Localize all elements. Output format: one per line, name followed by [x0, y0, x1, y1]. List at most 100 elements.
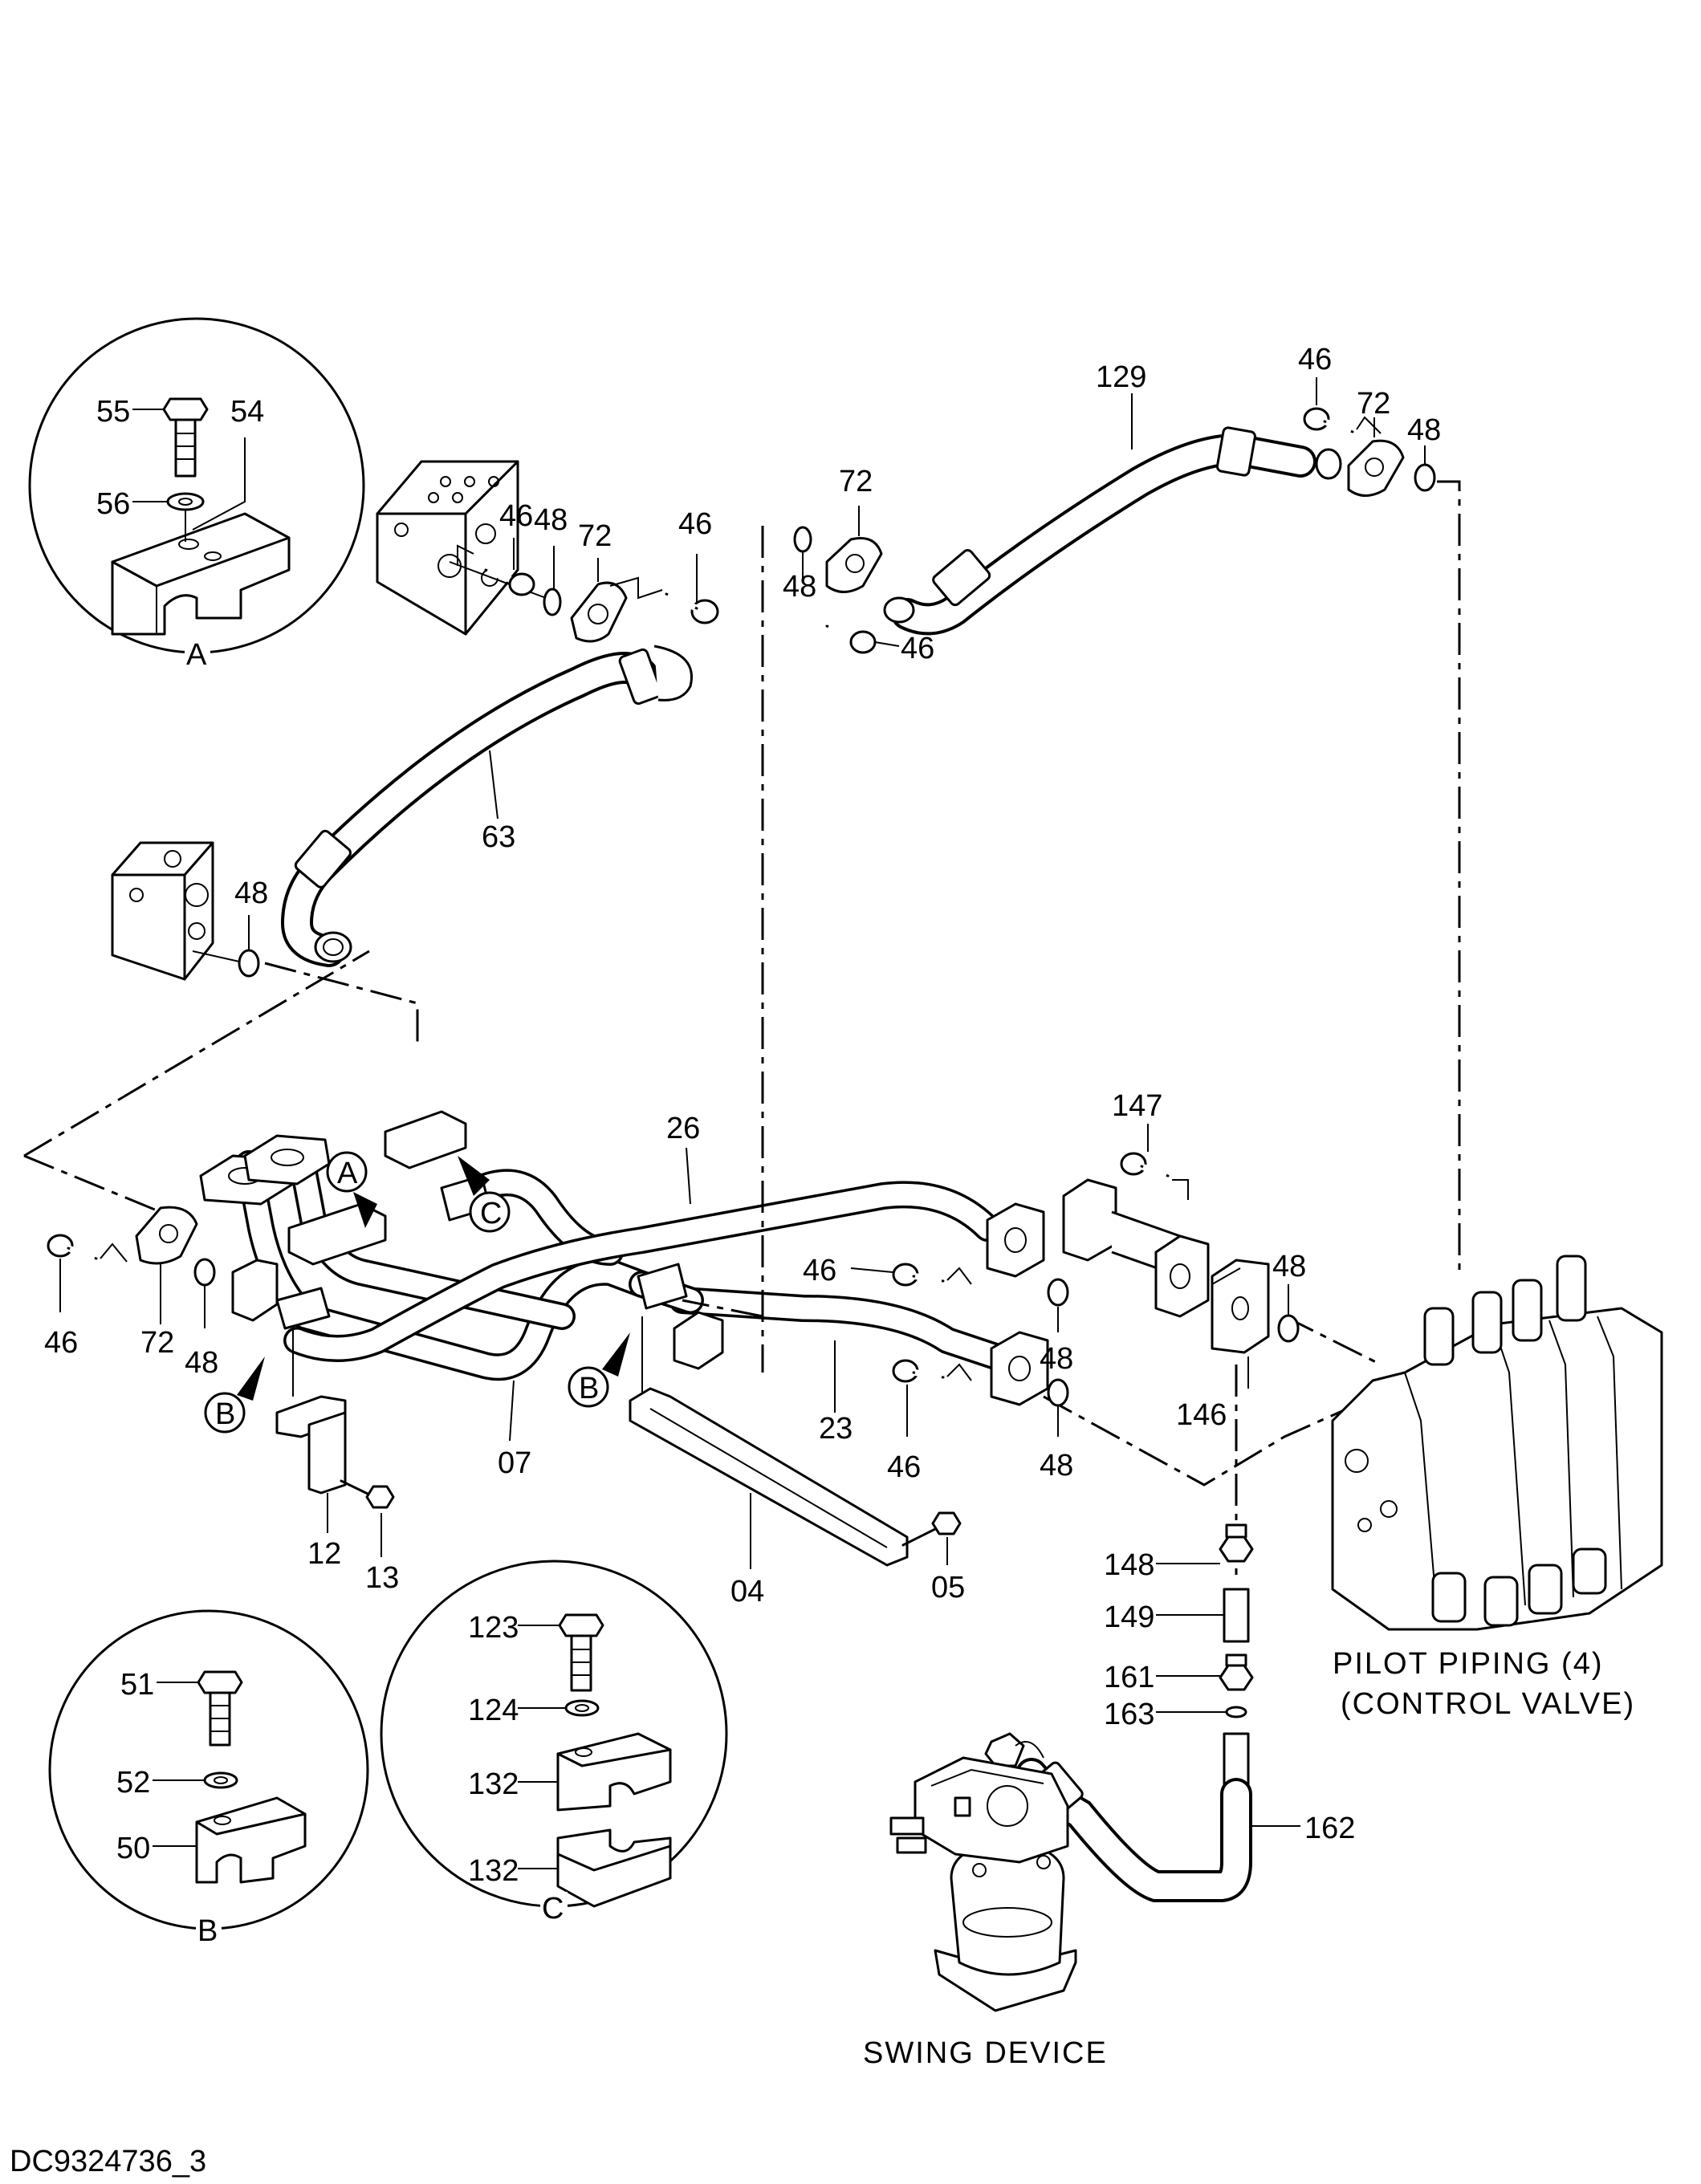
o-ring — [1277, 1314, 1300, 1343]
part-number: 48 — [783, 570, 816, 604]
part-number: 56 — [96, 487, 130, 521]
caption-swing-device: SWING DEVICE — [863, 2036, 1108, 2070]
cap-screw — [1120, 1152, 1170, 1178]
part-number: 48 — [234, 876, 268, 910]
part-number: 50 — [116, 1832, 150, 1865]
block-146 — [1211, 1259, 1270, 1354]
part-number: 149 — [1104, 1600, 1154, 1634]
cap-screw — [892, 1359, 945, 1383]
callout-label: B — [579, 1372, 599, 1405]
part-number: 55 — [96, 395, 130, 429]
part-number: 54 — [230, 395, 264, 429]
bolt-05 — [901, 1511, 962, 1547]
o-ring — [193, 1258, 216, 1287]
part-number: 46 — [678, 507, 712, 541]
o-ring — [543, 588, 562, 616]
cap-screw — [47, 1234, 98, 1261]
part-number: 48 — [1407, 413, 1441, 447]
o-ring-163 — [1225, 1706, 1247, 1718]
callout-label: A — [337, 1157, 358, 1190]
cap-screw — [825, 624, 877, 654]
part-number: 162 — [1304, 1812, 1355, 1845]
detail-view-a: 55 54 56 A — [28, 317, 365, 672]
part-number: 48 — [1040, 1449, 1073, 1482]
part-number: 12 — [307, 1537, 341, 1571]
cap-screw — [484, 567, 535, 596]
callout-a: A — [326, 1151, 377, 1228]
part-number: 124 — [468, 1694, 519, 1727]
part-number: 48 — [1272, 1250, 1306, 1283]
cap-screw — [892, 1263, 945, 1287]
o-ring — [1047, 1378, 1069, 1407]
callout-c: C — [458, 1156, 511, 1233]
callout-b: B — [568, 1332, 630, 1408]
part-number: 51 — [120, 1668, 154, 1702]
part-number: 13 — [365, 1561, 399, 1595]
callout-label: B — [215, 1397, 235, 1431]
callout-b: B — [204, 1356, 265, 1434]
adapter-161 — [1219, 1653, 1254, 1691]
bolt-13 — [340, 1479, 395, 1509]
part-number: 72 — [1357, 387, 1390, 421]
part-number: 26 — [666, 1112, 700, 1145]
part-number: 46 — [499, 499, 533, 533]
part-number: 23 — [819, 1412, 853, 1446]
adapter-149 — [1223, 1588, 1250, 1643]
part-number: 48 — [534, 503, 568, 537]
split-flange — [1347, 439, 1405, 497]
cap-screw — [1303, 407, 1354, 434]
part-number: 161 — [1104, 1661, 1154, 1694]
part-number: 46 — [887, 1450, 921, 1484]
o-ring — [1414, 463, 1436, 492]
o-ring — [1047, 1278, 1069, 1307]
part-number: 129 — [1096, 360, 1146, 394]
part-number: 46 — [901, 632, 934, 665]
valve-block-top — [376, 460, 519, 636]
part-number: 63 — [482, 820, 515, 854]
part-number: 147 — [1112, 1089, 1162, 1123]
drawing-id: DC9324736_3 — [10, 2145, 206, 2178]
part-number: 146 — [1176, 1398, 1227, 1432]
part-number: 04 — [730, 1575, 764, 1609]
bracket-12 — [275, 1328, 347, 1495]
part-number: 72 — [839, 465, 873, 498]
part-number: 72 — [578, 519, 612, 553]
part-number: 72 — [140, 1326, 174, 1360]
part-number: 52 — [116, 1766, 150, 1800]
pipe-flanges — [199, 1134, 1049, 1406]
pipe-spool — [1062, 1178, 1210, 1318]
part-number: 48 — [1040, 1342, 1073, 1376]
caption-pilot-piping: PILOT PIPING (4) — [1333, 1647, 1603, 1681]
split-flange — [135, 1206, 198, 1265]
callout-label: C — [480, 1197, 502, 1230]
part-number: 46 — [803, 1254, 836, 1287]
detail-view-label: A — [186, 638, 207, 672]
o-ring — [238, 949, 260, 978]
bracket-04 — [629, 1316, 909, 1567]
part-number: 148 — [1104, 1548, 1154, 1582]
part-number: 05 — [931, 1571, 965, 1604]
part-number: 46 — [1298, 343, 1332, 376]
split-flange — [825, 537, 883, 593]
detail-view-b: 51 52 50 B — [48, 1609, 369, 1948]
o-ring — [793, 526, 812, 553]
part-number: 123 — [468, 1611, 519, 1645]
swing-device — [889, 1756, 1077, 2012]
detail-view-label: B — [197, 1914, 218, 1948]
valve-block-left — [111, 841, 214, 981]
detail-view-c: 123 124 132 132 C — [380, 1560, 728, 1926]
cap-screw — [665, 592, 719, 624]
part-number: 132 — [468, 1767, 519, 1801]
detail-view-label: C — [542, 1892, 564, 1926]
pipe-26 — [283, 1181, 1001, 1362]
adapter-148 — [1219, 1523, 1254, 1563]
part-number: 163 — [1104, 1698, 1154, 1731]
hose-129 — [883, 393, 1342, 636]
split-flange — [570, 581, 628, 643]
caption-control-valve: (CONTROL VALVE) — [1341, 1687, 1635, 1721]
part-number: 48 — [185, 1346, 218, 1380]
part-number: 07 — [498, 1446, 531, 1480]
part-number: 132 — [468, 1854, 519, 1888]
control-valve — [1331, 1255, 1663, 1631]
